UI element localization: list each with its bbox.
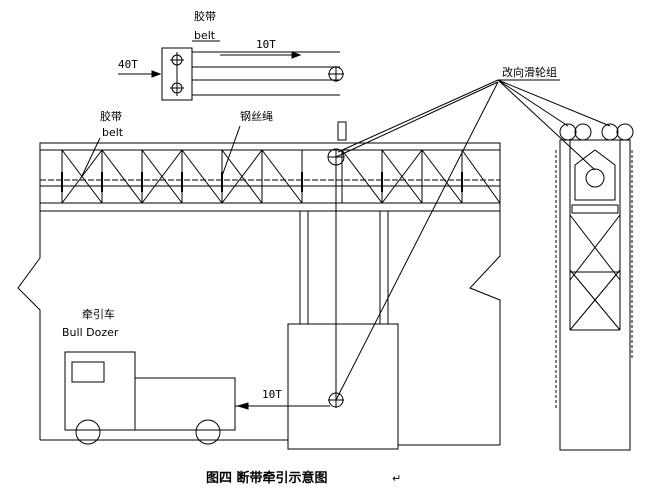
label-force-10t-truck: 10T — [262, 388, 282, 401]
inset-clamp-plate — [161, 47, 193, 101]
inset-10t-arrowhead — [291, 51, 302, 59]
truss-frame — [39, 142, 501, 212]
right-break-wall — [469, 210, 501, 445]
truck-window — [71, 361, 105, 383]
rope-to-tower-lower — [335, 81, 499, 401]
left-break-wall — [17, 210, 41, 440]
tower-drum-housing — [574, 149, 616, 201]
pulley-tower — [555, 123, 634, 451]
label-belt-cn-mid: 胶带 — [100, 109, 122, 123]
caption-return-mark: ↵ — [392, 472, 401, 485]
tower-crossbeam — [571, 204, 619, 214]
idler-marks — [61, 172, 463, 192]
truss-diagonals — [61, 149, 501, 204]
support-column — [287, 211, 500, 450]
tower-pulley-4 — [616, 123, 634, 141]
label-belt-cn-top: 胶带 — [194, 9, 216, 23]
pulley-group-leaders — [337, 79, 611, 171]
pier-foundation — [287, 323, 399, 450]
head-pulley-bracket — [337, 121, 347, 141]
head-pulley-group — [327, 81, 499, 408]
truck-cab — [64, 351, 136, 431]
label-wire-rope: 钢丝绳 — [240, 109, 273, 123]
truss-gallery — [39, 142, 501, 212]
tower-pulley-3 — [601, 123, 619, 141]
label-force-10t-top: 10T — [256, 38, 276, 51]
truck-wheel-front — [75, 419, 101, 445]
rope-to-tower-upper — [335, 81, 499, 158]
truck-wheel-rear — [195, 419, 221, 445]
bull-dozer-truck — [64, 351, 330, 445]
label-pulley-group: 改向滑轮组 — [502, 65, 557, 79]
label-belt-en-top: belt — [194, 29, 216, 42]
tower-drum — [585, 168, 605, 188]
tower-pulley-2 — [574, 123, 592, 141]
label-puller-cn: 牵引车 — [82, 307, 115, 321]
label-puller-en: Bull Dozer — [62, 326, 119, 339]
label-force-40t: 40T — [118, 58, 138, 71]
tow-arrowhead — [236, 402, 249, 410]
tower-frame — [559, 139, 631, 451]
tower-pulley-1 — [559, 123, 577, 141]
belt-mid-leader — [81, 137, 101, 177]
label-belt-en-mid: belt — [102, 126, 124, 139]
inset-clamp-group — [118, 40, 344, 101]
figure-caption: 图四 断带牵引示意图 — [206, 470, 328, 486]
truck-body — [134, 377, 236, 431]
inset-force-left-arrowhead — [151, 70, 162, 78]
wire-rope-leader — [221, 125, 241, 177]
